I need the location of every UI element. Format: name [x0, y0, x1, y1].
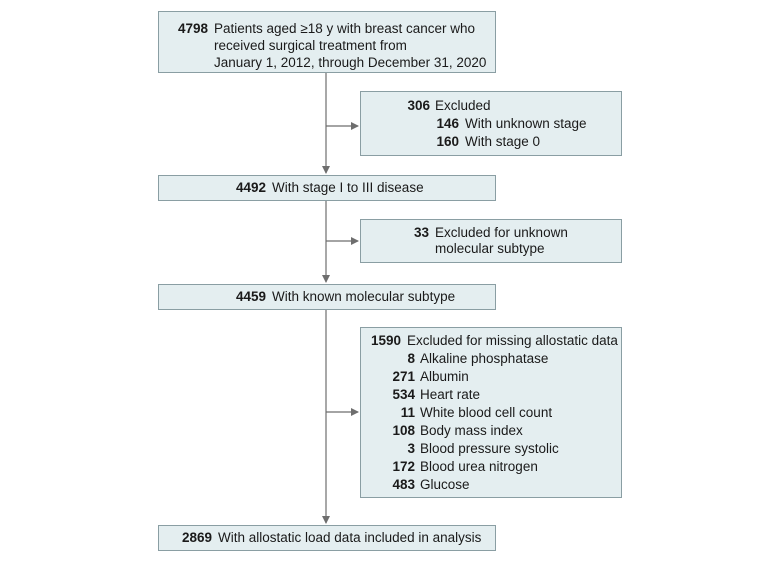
label-initial-line-3: January 1, 2012, through December 31, 20…: [214, 55, 487, 70]
count-final: 2869: [181, 530, 212, 545]
box-final-analysis: 2869 With allostatic load data included …: [158, 525, 496, 551]
count-albumin: 271: [392, 369, 415, 384]
count-body-mass-index: 108: [392, 423, 415, 438]
label-albumin: Albumin: [420, 369, 469, 384]
count-initial: 4798: [177, 21, 208, 36]
label-excluded-stage: Excluded: [435, 98, 491, 113]
count-excluded-allostatic: 1590: [370, 333, 401, 348]
count-glucose: 483: [392, 477, 415, 492]
label-white-blood-cell: White blood cell count: [420, 405, 553, 420]
count-excluded-stage: 306: [407, 98, 430, 113]
count-white-blood-cell: 11: [400, 405, 415, 420]
count-stage-0: 160: [436, 134, 459, 149]
label-heart-rate: Heart rate: [420, 387, 481, 402]
label-alkaline-phosphatase: Alkaline phosphatase: [420, 351, 549, 366]
box-exclusion-stage: 306 Excluded 146 With unknown stage 160 …: [360, 91, 622, 156]
label-glucose: Glucose: [420, 477, 470, 492]
label-body-mass-index: Body mass index: [420, 423, 523, 438]
label-initial-line-1: Patients aged ≥18 y with breast cancer w…: [214, 21, 476, 36]
label-stage-0: With stage 0: [465, 134, 541, 149]
count-stage-i-iii: 4492: [235, 180, 266, 195]
label-unknown-stage: With unknown stage: [465, 116, 587, 131]
count-heart-rate: 534: [392, 387, 415, 402]
count-known-subtype: 4459: [235, 289, 266, 304]
label-excluded-subtype-line-1: Excluded for unknown: [435, 225, 568, 240]
box-exclusion-subtype: 33 Excluded for unknown molecular subtyp…: [360, 219, 622, 263]
count-alkaline-phosphatase: 8: [407, 351, 415, 366]
label-known-subtype: With known molecular subtype: [272, 289, 456, 304]
count-blood-urea-nitrogen: 172: [392, 459, 415, 474]
label-stage-i-iii: With stage I to III disease: [272, 180, 424, 195]
count-blood-pressure: 3: [407, 441, 415, 456]
box-stage-i-iii: 4492 With stage I to III disease: [158, 175, 496, 201]
count-unknown-stage: 146: [436, 116, 459, 131]
label-blood-pressure: Blood pressure systolic: [420, 441, 559, 456]
label-final: With allostatic load data included in an…: [218, 530, 482, 545]
box-initial-cohort: 4798 Patients aged ≥18 y with breast can…: [158, 11, 496, 73]
label-blood-urea-nitrogen: Blood urea nitrogen: [420, 459, 538, 474]
box-known-subtype: 4459 With known molecular subtype: [158, 284, 496, 310]
count-excluded-subtype: 33: [413, 225, 429, 240]
label-excluded-allostatic: Excluded for missing allostatic data: [407, 333, 618, 348]
box-exclusion-allostatic: 1590 Excluded for missing allostatic dat…: [360, 327, 622, 498]
label-excluded-subtype-line-2: molecular subtype: [435, 241, 545, 256]
label-initial-line-2: received surgical treatment from: [214, 38, 407, 53]
